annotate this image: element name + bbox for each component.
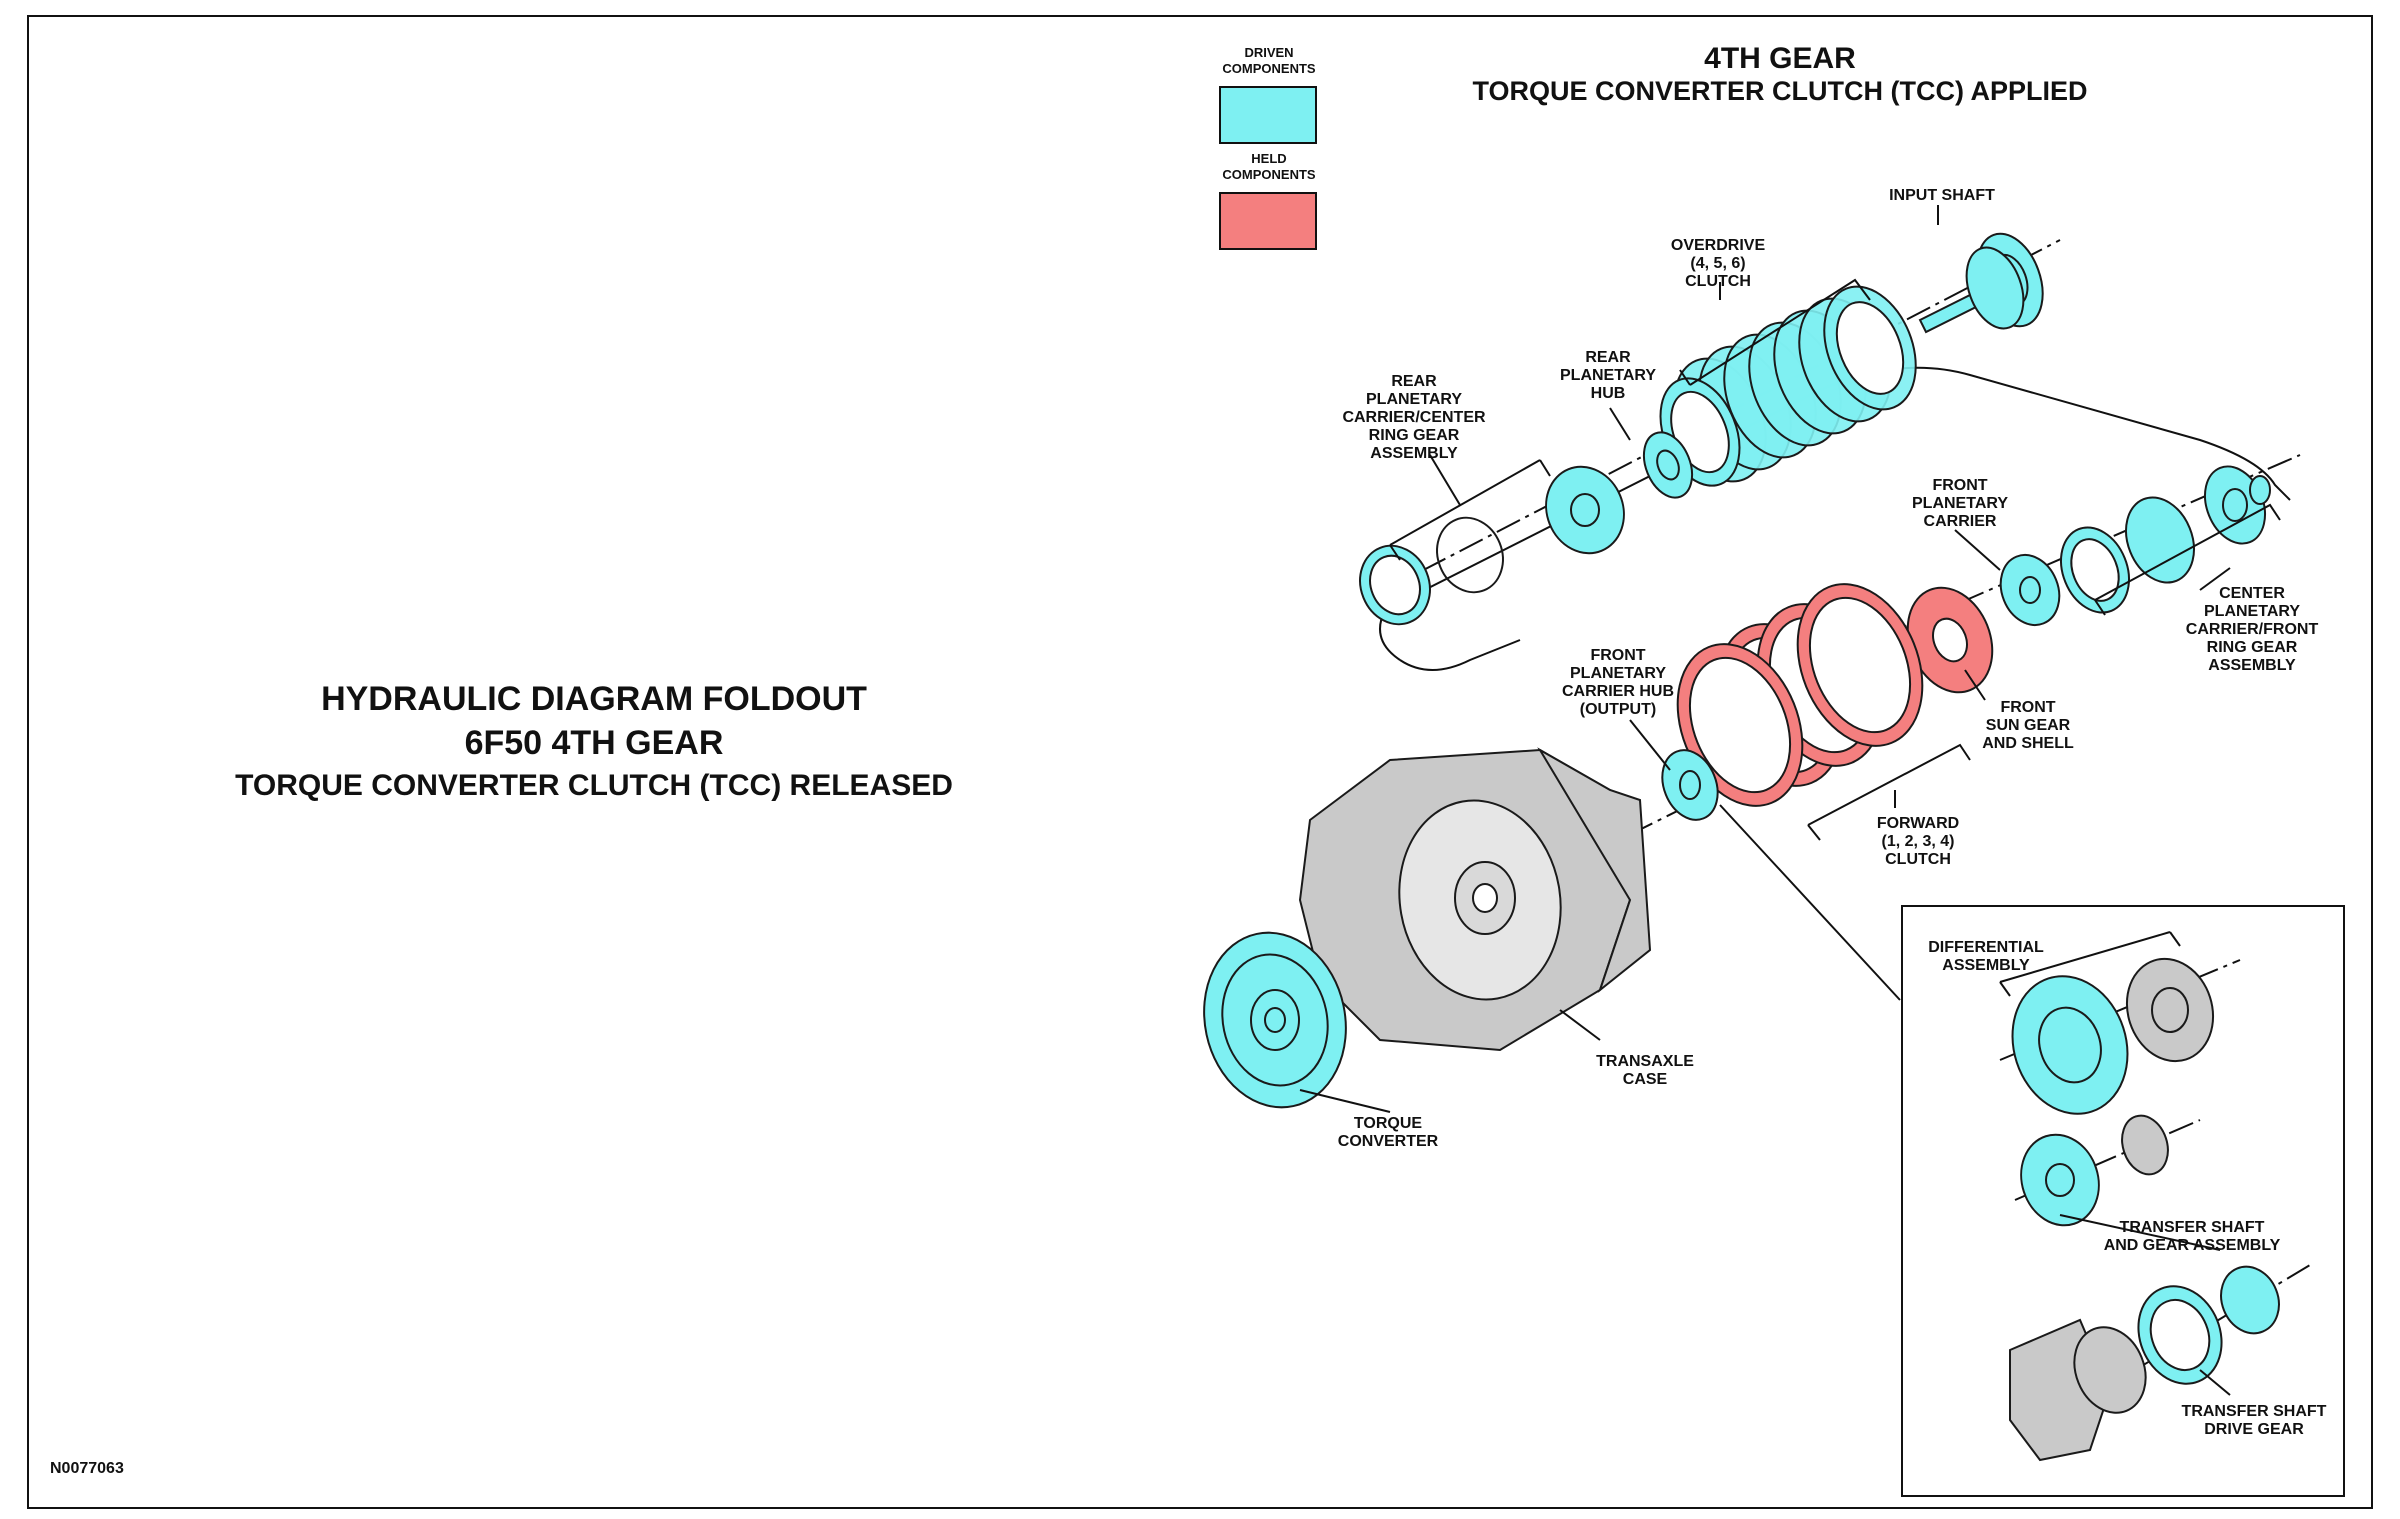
- label-transaxle-case-line: CASE: [1623, 1071, 1668, 1088]
- upper-group-outline-lower: [1399, 639, 1521, 671]
- case-to-inset-line: [1719, 804, 1901, 1001]
- label-torque-converter-line: TORQUE: [1354, 1115, 1422, 1132]
- label-front-sun-gear-line: AND SHELL: [1982, 735, 2074, 752]
- right-title-line1: 4TH GEAR: [1704, 42, 1856, 75]
- label-front-planetary-carrier-hub-line: PLANETARY: [1570, 665, 1666, 682]
- label-center-planetary-carrier-line: PLANETARY: [2204, 603, 2300, 620]
- label-rear-planetary-carrier-line: ASSEMBLY: [1370, 445, 1458, 462]
- label-transfer-shaft-drive-gear-line: DRIVE GEAR: [2204, 1421, 2304, 1438]
- label-rear-planetary-hub: REAR PLANETARY HUB: [1560, 349, 1656, 402]
- label-overdrive-clutch: OVERDRIVE (4, 5, 6) CLUTCH: [1671, 237, 1766, 290]
- transaxle-case: [1298, 747, 1652, 1052]
- input-shaft: [1918, 232, 2044, 334]
- left-title-line2: 6F50 4TH GEAR: [465, 724, 724, 762]
- label-differential-assembly: DIFFERENTIAL ASSEMBLY: [1928, 939, 2044, 974]
- front-sun-gear: [1906, 586, 1994, 694]
- right-title-line2: TORQUE CONVERTER CLUTCH (TCC) APPLIED: [1472, 76, 2087, 106]
- label-forward-clutch: FORWARD (1, 2, 3, 4) CLUTCH: [1877, 815, 1959, 868]
- legend-driven-swatch: [1219, 86, 1317, 144]
- label-front-planetary-carrier-hub-line: CARRIER HUB: [1562, 683, 1674, 700]
- label-center-planetary-carrier-line: RING GEAR: [2207, 639, 2298, 656]
- label-center-planetary-carrier-line: CARRIER/FRONT: [2186, 621, 2319, 638]
- label-rear-planetary-carrier-line: PLANETARY: [1366, 391, 1462, 408]
- front-planetary-carrier-hub: [1661, 749, 1719, 821]
- transfer-shaft-gear-assembly: [2014, 1114, 2201, 1227]
- differential-assembly: [1999, 957, 2241, 1115]
- label-torque-converter: TORQUE CONVERTER: [1338, 1115, 1439, 1150]
- forward-clutch-pack: [1676, 583, 1924, 807]
- label-forward-clutch-line: CLUTCH: [1885, 851, 1951, 868]
- label-transfer-shaft-gear-line: AND GEAR ASSEMBLY: [2104, 1237, 2281, 1254]
- label-front-planetary-carrier-line: FRONT: [1932, 477, 1987, 494]
- label-forward-clutch-line: FORWARD: [1877, 815, 1959, 832]
- label-rear-planetary-carrier-line: REAR: [1391, 373, 1437, 390]
- label-rear-planetary-carrier-line: CARRIER/CENTER: [1342, 409, 1486, 426]
- label-transfer-shaft-drive-gear-line: TRANSFER SHAFT: [2182, 1403, 2327, 1420]
- label-front-planetary-carrier-hub: FRONT PLANETARY CARRIER HUB (OUTPUT): [1562, 647, 1674, 718]
- legend-held-label-1: HELD: [1251, 151, 1286, 166]
- left-title-block: HYDRAULIC DIAGRAM FOLDOUT 6F50 4TH GEAR …: [235, 680, 953, 802]
- transfer-shaft-drive-gear: [2009, 1264, 2311, 1462]
- label-front-sun-gear: FRONT SUN GEAR AND SHELL: [1982, 699, 2074, 752]
- label-overdrive-clutch-line: (4, 5, 6): [1690, 255, 1745, 272]
- label-overdrive-clutch-line: OVERDRIVE: [1671, 237, 1766, 254]
- label-differential-assembly-line: DIFFERENTIAL: [1928, 939, 2044, 956]
- label-rear-planetary-hub-line: PLANETARY: [1560, 367, 1656, 384]
- inset-frame: [1901, 905, 2345, 1497]
- legend-driven-label-2: COMPONENTS: [1222, 61, 1316, 76]
- label-front-planetary-carrier-line: CARRIER: [1924, 513, 1997, 530]
- legend-held-label-2: COMPONENTS: [1222, 167, 1316, 182]
- left-title-line1: HYDRAULIC DIAGRAM FOLDOUT: [321, 680, 867, 718]
- label-rear-planetary-hub-line: HUB: [1591, 385, 1626, 402]
- overdrive-clutch-pack: [1659, 285, 1917, 487]
- diagram-id: N0077063: [50, 1460, 124, 1477]
- torque-converter: [1203, 931, 1347, 1109]
- front-planetary-carrier: [1999, 554, 2061, 626]
- middle-axis-line: [1689, 454, 2301, 721]
- label-center-planetary-carrier-line: CENTER: [2219, 585, 2285, 602]
- legend-driven-label-1: DRIVEN: [1244, 45, 1293, 60]
- legend: DRIVEN COMPONENTS HELD COMPONENTS: [1219, 45, 1317, 250]
- label-differential-assembly-line: ASSEMBLY: [1942, 957, 2030, 974]
- right-title-block: 4TH GEAR TORQUE CONVERTER CLUTCH (TCC) A…: [1472, 42, 2087, 106]
- label-front-sun-gear-line: FRONT: [2000, 699, 2055, 716]
- label-front-planetary-carrier: FRONT PLANETARY CARRIER: [1912, 477, 2008, 530]
- label-center-planetary-carrier: CENTER PLANETARY CARRIER/FRONT RING GEAR…: [2186, 585, 2319, 674]
- label-torque-converter-line: CONVERTER: [1338, 1133, 1439, 1150]
- label-front-sun-gear-line: SUN GEAR: [1986, 717, 2071, 734]
- rear-planetary-carrier: [1359, 465, 1625, 626]
- label-transfer-shaft-gear-line: TRANSFER SHAFT: [2120, 1219, 2265, 1236]
- label-center-planetary-carrier-line: ASSEMBLY: [2208, 657, 2296, 674]
- label-rear-planetary-carrier: REAR PLANETARY CARRIER/CENTER RING GEAR …: [1342, 373, 1486, 462]
- label-transfer-shaft-drive-gear: TRANSFER SHAFT DRIVE GEAR: [2182, 1403, 2327, 1438]
- leader-lines: [1299, 205, 2281, 1396]
- label-transaxle-case-line: TRANSAXLE: [1596, 1053, 1694, 1070]
- left-title-line3: TORQUE CONVERTER CLUTCH (TCC) RELEASED: [235, 769, 953, 802]
- label-input-shaft: INPUT SHAFT: [1889, 187, 1995, 204]
- label-rear-planetary-carrier-line: RING GEAR: [1369, 427, 1460, 444]
- outer-frame: [27, 15, 2373, 1509]
- label-front-planetary-carrier-hub-line: (OUTPUT): [1580, 701, 1656, 718]
- label-overdrive-clutch-line: CLUTCH: [1685, 273, 1751, 290]
- label-input-shaft-line: INPUT SHAFT: [1889, 187, 1995, 204]
- legend-held-swatch: [1219, 192, 1317, 250]
- label-front-planetary-carrier-line: PLANETARY: [1912, 495, 2008, 512]
- component-labels: INPUT SHAFT OVERDRIVE (4, 5, 6) CLUTCH R…: [1338, 187, 2327, 1438]
- label-transaxle-case: TRANSAXLE CASE: [1596, 1053, 1694, 1088]
- rear-planetary-hub: [1642, 431, 1694, 499]
- label-transfer-shaft-gear: TRANSFER SHAFT AND GEAR ASSEMBLY: [2104, 1219, 2281, 1254]
- label-forward-clutch-line: (1, 2, 3, 4): [1882, 833, 1955, 850]
- label-front-planetary-carrier-hub-line: FRONT: [1590, 647, 1645, 664]
- label-rear-planetary-hub-line: REAR: [1585, 349, 1631, 366]
